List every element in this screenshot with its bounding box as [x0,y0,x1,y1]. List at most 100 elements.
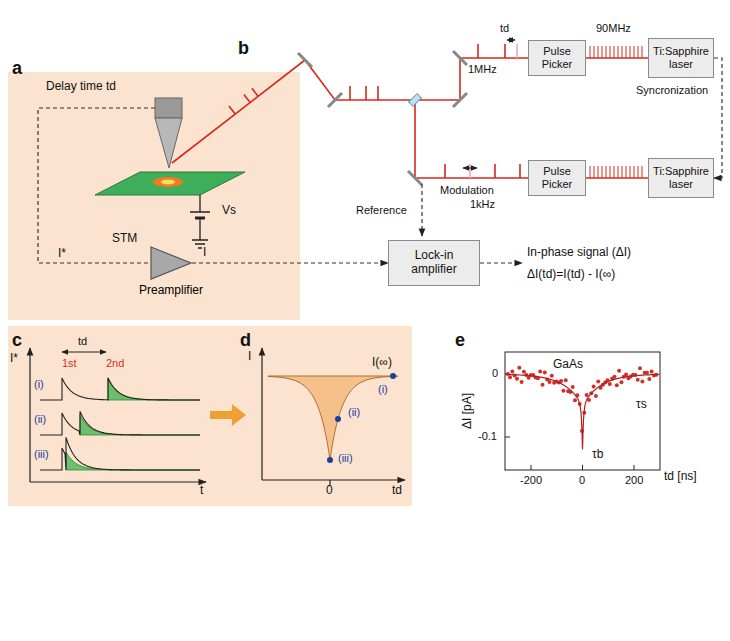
box-text: Ti:Sapphire laser [652,45,710,70]
figure-stroke [8,326,412,506]
box-text: Ti:Sapphire laser [652,165,710,190]
case-label: (iii) [34,448,49,461]
signal-name: I [203,246,206,260]
figure-stroke [453,51,467,65]
reference-label: Reference [356,204,407,217]
data-point [613,375,617,379]
laser-box: Ti:Sapphire laser [648,158,714,198]
data-point [548,380,552,384]
data-point [573,398,577,402]
data-point [561,389,565,393]
case-label: (i) [34,378,44,391]
data-point [508,375,512,379]
current-trace [40,378,200,400]
dip-area [268,376,398,460]
figure-stroke [262,479,405,480]
modulation-label: Modulation [440,184,494,197]
data-point [543,370,547,374]
axis-label: t [200,484,203,498]
signal-name: I* [58,247,66,261]
data-point [592,384,596,388]
data-point [617,369,621,373]
delay-label: td [500,22,509,35]
figure-stroke [172,58,528,163]
figure-stroke [161,180,175,185]
data-point [645,371,649,375]
plot-curves [40,366,659,470]
axis-label: I* [10,352,18,366]
connector [586,57,648,59]
level-label: I(∞) [372,356,392,370]
figure-stroke [415,100,528,178]
panel-letter: e [455,330,465,351]
figure-stroke [8,72,300,320]
amplifier-triangle [151,247,191,279]
data-point [647,377,651,381]
figure-stroke [30,481,206,482]
figure-stroke [29,348,30,482]
connector [586,177,648,179]
data-point [636,378,640,382]
connector [192,262,388,263]
transition-arrow [210,404,246,426]
preamplifier-symbol: Preamplifier [150,246,192,280]
delay-label: td [78,335,87,348]
data-point [571,385,575,389]
figure-stroke [298,53,312,67]
current-trace [40,411,200,435]
voltage-label: Vs [222,204,236,218]
data-point [608,382,612,386]
figure-stroke [469,164,471,178]
data-point [520,380,524,384]
data-point [640,380,644,384]
figure-stroke [38,108,155,263]
figure-stroke [62,352,106,353]
axis-label: td [392,484,402,498]
tick-label: -200 [520,474,542,487]
data-point [615,383,619,387]
figure-stroke [463,168,477,169]
case-label: (ii) [34,413,46,426]
part-name: STM [112,232,137,246]
plateau-line [268,376,398,377]
data-point [541,383,545,387]
delay-label: Delay time td [46,80,116,94]
figure-stroke [408,171,422,185]
data-point [335,416,341,422]
figure-stroke [261,348,262,480]
data-point [638,366,642,370]
figure-stroke [229,88,258,114]
data-point [564,378,568,382]
pulse-picker-box: Pulse Picker [528,160,586,196]
data-point [550,374,554,378]
figure-stroke [421,184,422,236]
fit-curve [506,374,660,449]
amplifier-triangle [150,246,192,280]
second-pulse [66,452,200,470]
data-point [594,394,598,398]
laser-beam [172,40,528,178]
figure-stroke [153,177,183,187]
pulse-label: 1st [62,357,77,370]
data-point [650,370,654,374]
axes [30,348,660,485]
sample-label: GaAs [553,358,583,372]
box-text: Pulse Picker [532,165,582,190]
panel-letter: c [12,330,22,351]
figure-stroke [190,195,210,248]
tick-label: 0 [579,474,585,487]
axis-label: td [ns] [664,470,697,484]
laser-box: Ti:Sapphire laser [648,38,714,78]
tick-label: -0.1 [478,430,497,443]
box-text: Pulse Picker [532,45,582,70]
figure-stroke [350,86,378,100]
data-point [517,366,521,370]
box-text: Lock-in amplifier [392,249,476,277]
figure-stroke [516,44,518,58]
beam-splitter [409,94,422,107]
case-label: (iii) [338,452,353,465]
panel-backgrounds [8,72,412,506]
rate-label: 90MHz [596,22,631,35]
data-point [515,377,519,381]
